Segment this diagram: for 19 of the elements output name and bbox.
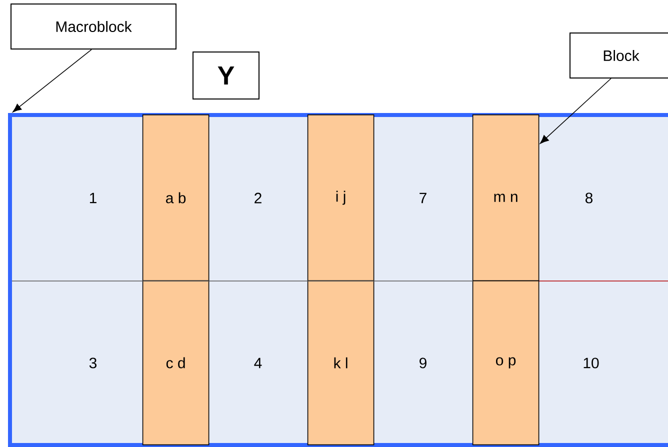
- block: c d: [142, 280, 210, 446]
- cell-number: 3: [89, 358, 97, 368]
- block: o p: [472, 280, 540, 446]
- cell-number: 1: [90, 192, 96, 204]
- block: i j: [307, 114, 374, 282]
- cell-number: 4: [254, 358, 262, 368]
- cell-number: 7: [420, 192, 426, 204]
- block: a b: [142, 114, 210, 282]
- block: k l: [307, 280, 374, 446]
- cell-number: 2: [254, 192, 262, 204]
- block: m n: [472, 114, 540, 282]
- callout-box: Block: [570, 32, 668, 78]
- leader-line: [12, 49, 92, 112]
- title-box: Y: [192, 52, 260, 100]
- cell-number: 8: [586, 192, 593, 204]
- callout-box: Macroblock: [10, 4, 176, 50]
- cell-number: 9: [420, 358, 426, 368]
- leader-line: [540, 78, 612, 144]
- cell-number: 10: [584, 358, 599, 368]
